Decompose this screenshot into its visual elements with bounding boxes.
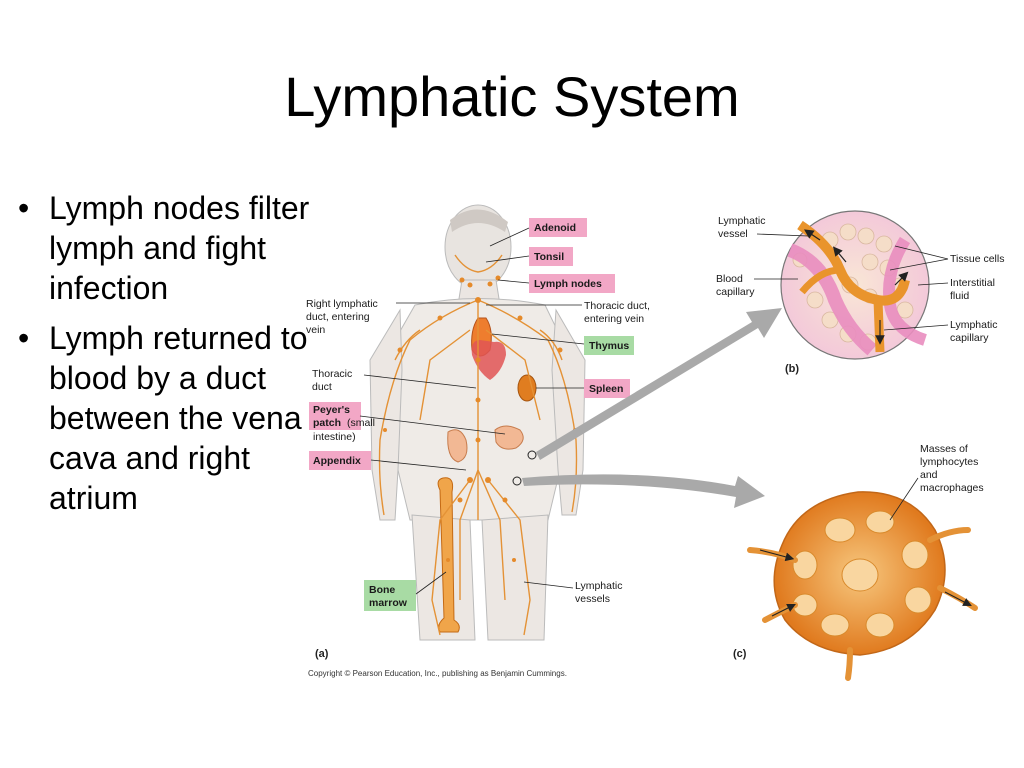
panel-label-b: (b) [785, 363, 799, 375]
capillary-bed-illustration [780, 210, 930, 360]
svg-text:duct, entering: duct, entering [306, 311, 370, 323]
svg-text:Right lymphatic: Right lymphatic [306, 298, 378, 310]
svg-text:Lymphatic: Lymphatic [718, 215, 765, 227]
bullet-text: Lymph returned to blood by a duct betwee… [49, 320, 308, 516]
svg-text:fluid: fluid [950, 290, 969, 302]
label-lymph-nodes: Lymph nodes [497, 274, 615, 293]
label-appendix: Appendix [309, 451, 467, 471]
label-thoracic-duct-entering-vein: Thoracic duct, entering vein [486, 300, 650, 325]
label-tonsil: Tonsil [485, 247, 573, 266]
svg-text:Interstitial: Interstitial [950, 277, 995, 289]
svg-text:Thymus: Thymus [589, 340, 629, 352]
svg-text:marrow: marrow [369, 597, 408, 609]
svg-text:Masses of: Masses of [920, 443, 968, 455]
panel-label-c: (c) [733, 648, 747, 660]
label-lymphatic-capillary: Lymphatic capillary [883, 319, 997, 344]
svg-text:Bone: Bone [369, 584, 395, 596]
bullet-list: • Lymph nodes filter lymph and fight infe… [18, 188, 318, 528]
svg-text:vessels: vessels [575, 593, 610, 605]
label-tissue-cells: Tissue cells [889, 245, 1004, 271]
label-spleen: Spleen [536, 379, 630, 398]
label-lymphatic-vessels: Lymphatic vessels [523, 580, 622, 605]
svg-text:Tissue cells: Tissue cells [950, 253, 1004, 265]
arrow-to-panel-c [522, 474, 765, 508]
copyright-notice: Copyright © Pearson Education, Inc., pub… [308, 669, 567, 678]
bullet-glyph: • [18, 190, 30, 226]
svg-text:Lymphatic: Lymphatic [575, 580, 622, 592]
svg-text:vein: vein [306, 324, 325, 336]
svg-text:macrophages: macrophages [920, 482, 984, 494]
bullet-item: • Lymph returned to blood by a duct betwe… [18, 318, 318, 518]
label-adenoid: Adenoid [489, 218, 587, 247]
svg-text:entering vein: entering vein [584, 313, 644, 325]
svg-text:and: and [920, 469, 938, 481]
arrow-to-panel-b [536, 308, 782, 460]
label-lymphatic-vessel: Lymphatic vessel [718, 215, 809, 240]
svg-text:patch: patch [313, 417, 341, 429]
svg-text:capillary: capillary [716, 286, 755, 298]
svg-text:Thoracic duct,: Thoracic duct, [584, 300, 650, 312]
panel-label-a: (a) [315, 648, 329, 660]
svg-text:Thoracic: Thoracic [312, 368, 352, 380]
label-peyers-patch: Peyer's patch (small intestine) [309, 402, 506, 443]
bullet-item: • Lymph nodes filter lymph and fight infe… [18, 188, 318, 308]
svg-text:Adenoid: Adenoid [534, 222, 576, 234]
svg-text:Spleen: Spleen [589, 383, 623, 395]
body-figure [369, 204, 586, 641]
svg-text:Tonsil: Tonsil [534, 251, 564, 263]
label-blood-capillary: Blood capillary [716, 273, 798, 298]
svg-text:vessel: vessel [718, 228, 748, 240]
slide-title: Lymphatic System [284, 65, 740, 128]
svg-text:capillary: capillary [950, 332, 989, 344]
bullet-text: Lymph nodes filter lymph and fight infec… [49, 190, 310, 306]
bullet-glyph: • [18, 320, 30, 356]
svg-text:(small: (small [347, 417, 375, 429]
label-masses-of-lymphocytes: Masses of lymphocytes and macrophages [889, 443, 984, 521]
svg-text:Peyer's: Peyer's [313, 404, 350, 416]
svg-text:Blood: Blood [716, 273, 743, 285]
svg-text:lymphocytes: lymphocytes [920, 456, 978, 468]
label-thoracic-duct: Thoracic duct [312, 368, 477, 393]
svg-text:Appendix: Appendix [313, 455, 361, 467]
label-right-lymphatic-duct: Right lymphatic duct, entering vein [306, 298, 470, 336]
label-thymus: Thymus [491, 333, 634, 355]
lymph-node-illustration [747, 491, 978, 681]
svg-text:duct: duct [312, 381, 332, 393]
label-interstitial-fluid: Interstitial fluid [917, 277, 995, 302]
svg-text:Lymphatic: Lymphatic [950, 319, 997, 331]
svg-text:intestine): intestine) [313, 431, 356, 443]
svg-text:Lymph nodes: Lymph nodes [534, 278, 602, 290]
label-bone-marrow: Bone marrow [364, 571, 447, 611]
